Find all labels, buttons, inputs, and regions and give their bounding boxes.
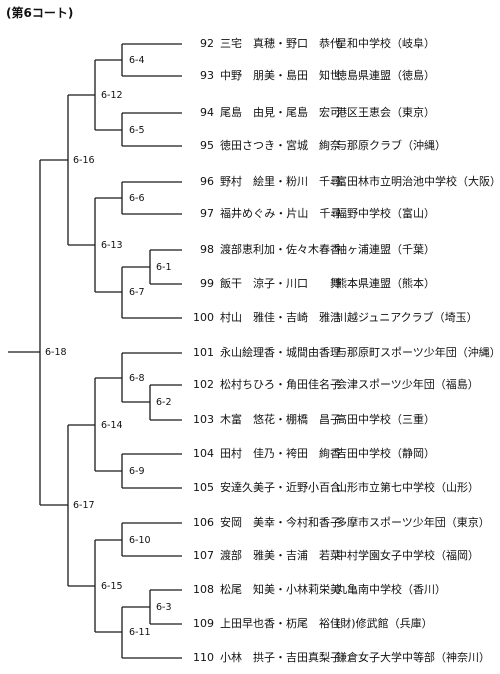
player-names: 松村ちひろ・角田佳名子 xyxy=(220,378,341,391)
match-label-6-3: 6-3 xyxy=(155,602,173,613)
match-label-6-14: 6-14 xyxy=(100,420,124,431)
entry-number: 109 xyxy=(193,617,214,630)
team-name: 熊本県連盟（熊本） xyxy=(336,277,435,290)
player-names: 永山絵理香・城間由香理 xyxy=(220,346,341,359)
match-label-6-8: 6-8 xyxy=(128,373,146,384)
match-label-6-17: 6-17 xyxy=(72,500,96,511)
entry-number: 92 xyxy=(200,37,214,50)
team-name: 川越ジュニアクラブ（埼玉） xyxy=(336,311,478,324)
match-label-6-4: 6-4 xyxy=(128,55,146,66)
player-names: 田村 佳乃・袴田 絢香 xyxy=(220,447,341,460)
entry-number: 93 xyxy=(200,69,214,82)
entry-number: 110 xyxy=(193,651,214,664)
match-label-6-2: 6-2 xyxy=(155,397,173,408)
entry-number: 100 xyxy=(193,311,214,324)
entry-number: 102 xyxy=(193,378,214,391)
player-names: 福井めぐみ・片山 千尋 xyxy=(220,207,342,220)
entry-number: 108 xyxy=(193,583,214,596)
entry-number: 95 xyxy=(200,139,214,152)
court-title: (第6コート) xyxy=(6,6,74,20)
match-label-6-5: 6-5 xyxy=(128,125,146,136)
player-names: 安達久美子・近野小百合 xyxy=(220,481,341,494)
entry-number: 104 xyxy=(193,447,214,460)
team-name: 与那原町スポーツ少年団（沖縄） xyxy=(336,346,500,359)
player-names: 飯干 涼子・川口 舞 xyxy=(220,277,341,290)
team-name: 会津スポーツ少年団（福島） xyxy=(336,378,479,391)
team-name: 多摩市スポーツ少年団（東京） xyxy=(336,516,490,529)
entry-number: 97 xyxy=(200,207,214,220)
entry-number: 96 xyxy=(200,175,214,188)
team-name: 徳島県連盟（徳島） xyxy=(336,69,435,82)
player-names: 徳田さつき・宮城 絢奈 xyxy=(220,139,341,152)
match-label-6-9: 6-9 xyxy=(128,466,146,477)
player-names: 尾島 由見・尾島 宏可 xyxy=(220,106,341,119)
entry-number: 99 xyxy=(200,277,214,290)
team-name: 福野中学校（富山） xyxy=(336,207,435,220)
entry-number: 94 xyxy=(200,106,214,119)
entry-number: 105 xyxy=(193,481,214,494)
team-name: 富田林市立明治池中学校（大阪） xyxy=(336,175,500,188)
team-name: 中村学園女子中学校（福岡） xyxy=(336,549,479,562)
player-names: 村山 雅佳・吉崎 雅浩 xyxy=(220,311,341,324)
entry-number: 101 xyxy=(193,346,214,359)
player-names: 三宅 真穂・野口 恭代 xyxy=(220,37,341,50)
player-names: 野村 絵里・粉川 千尋 xyxy=(220,175,341,188)
team-name: 鎌倉女子大学中等部（神奈川） xyxy=(336,651,490,664)
match-label-6-15: 6-15 xyxy=(100,581,124,592)
entry-number: 106 xyxy=(193,516,214,529)
player-names: 中野 朋美・島田 知世 xyxy=(220,69,341,82)
match-label-6-6: 6-6 xyxy=(128,193,146,204)
team-name: 山形市立第七中学校（山形） xyxy=(336,481,479,494)
team-name: 袖ヶ浦連盟（千葉） xyxy=(336,243,435,256)
match-label-6-12: 6-12 xyxy=(100,90,124,101)
team-name: 高田中学校（三重） xyxy=(336,413,435,426)
team-name: 港区王恵会（東京） xyxy=(336,106,435,119)
match-label-6-1: 6-1 xyxy=(155,262,173,273)
player-names: 安岡 美幸・今村和香子 xyxy=(220,516,341,529)
team-name: 星和中学校（岐阜） xyxy=(336,37,435,50)
team-name: 丸亀南中学校（香川） xyxy=(336,583,446,596)
player-names: 渡部 雅美・吉浦 若菜 xyxy=(220,549,341,562)
entry-number: 107 xyxy=(193,549,214,562)
match-label-6-7: 6-7 xyxy=(128,287,146,298)
player-names: 小林 拱子・吉田真梨子 xyxy=(220,651,341,664)
match-label-6-11: 6-11 xyxy=(128,627,152,638)
match-label-6-10: 6-10 xyxy=(128,535,152,546)
match-label-6-18: 6-18 xyxy=(44,347,68,358)
team-name: 吉田中学校（静岡） xyxy=(336,447,435,460)
match-label-6-16: 6-16 xyxy=(72,155,96,166)
entry-number: 98 xyxy=(200,243,214,256)
entry-number: 103 xyxy=(193,413,214,426)
team-name: (財)修武館（兵庫） xyxy=(336,617,433,630)
player-names: 木富 悠花・棚橋 昌子 xyxy=(220,413,341,426)
player-names: 松尾 知美・小林莉栄美 xyxy=(220,583,341,596)
player-names: 上田早也香・杤尾 裕佳 xyxy=(220,617,341,630)
match-label-6-13: 6-13 xyxy=(100,240,124,251)
team-name: 与那原クラブ（沖縄） xyxy=(336,139,446,152)
player-names: 渡部恵利加・佐々木春香 xyxy=(220,243,341,256)
